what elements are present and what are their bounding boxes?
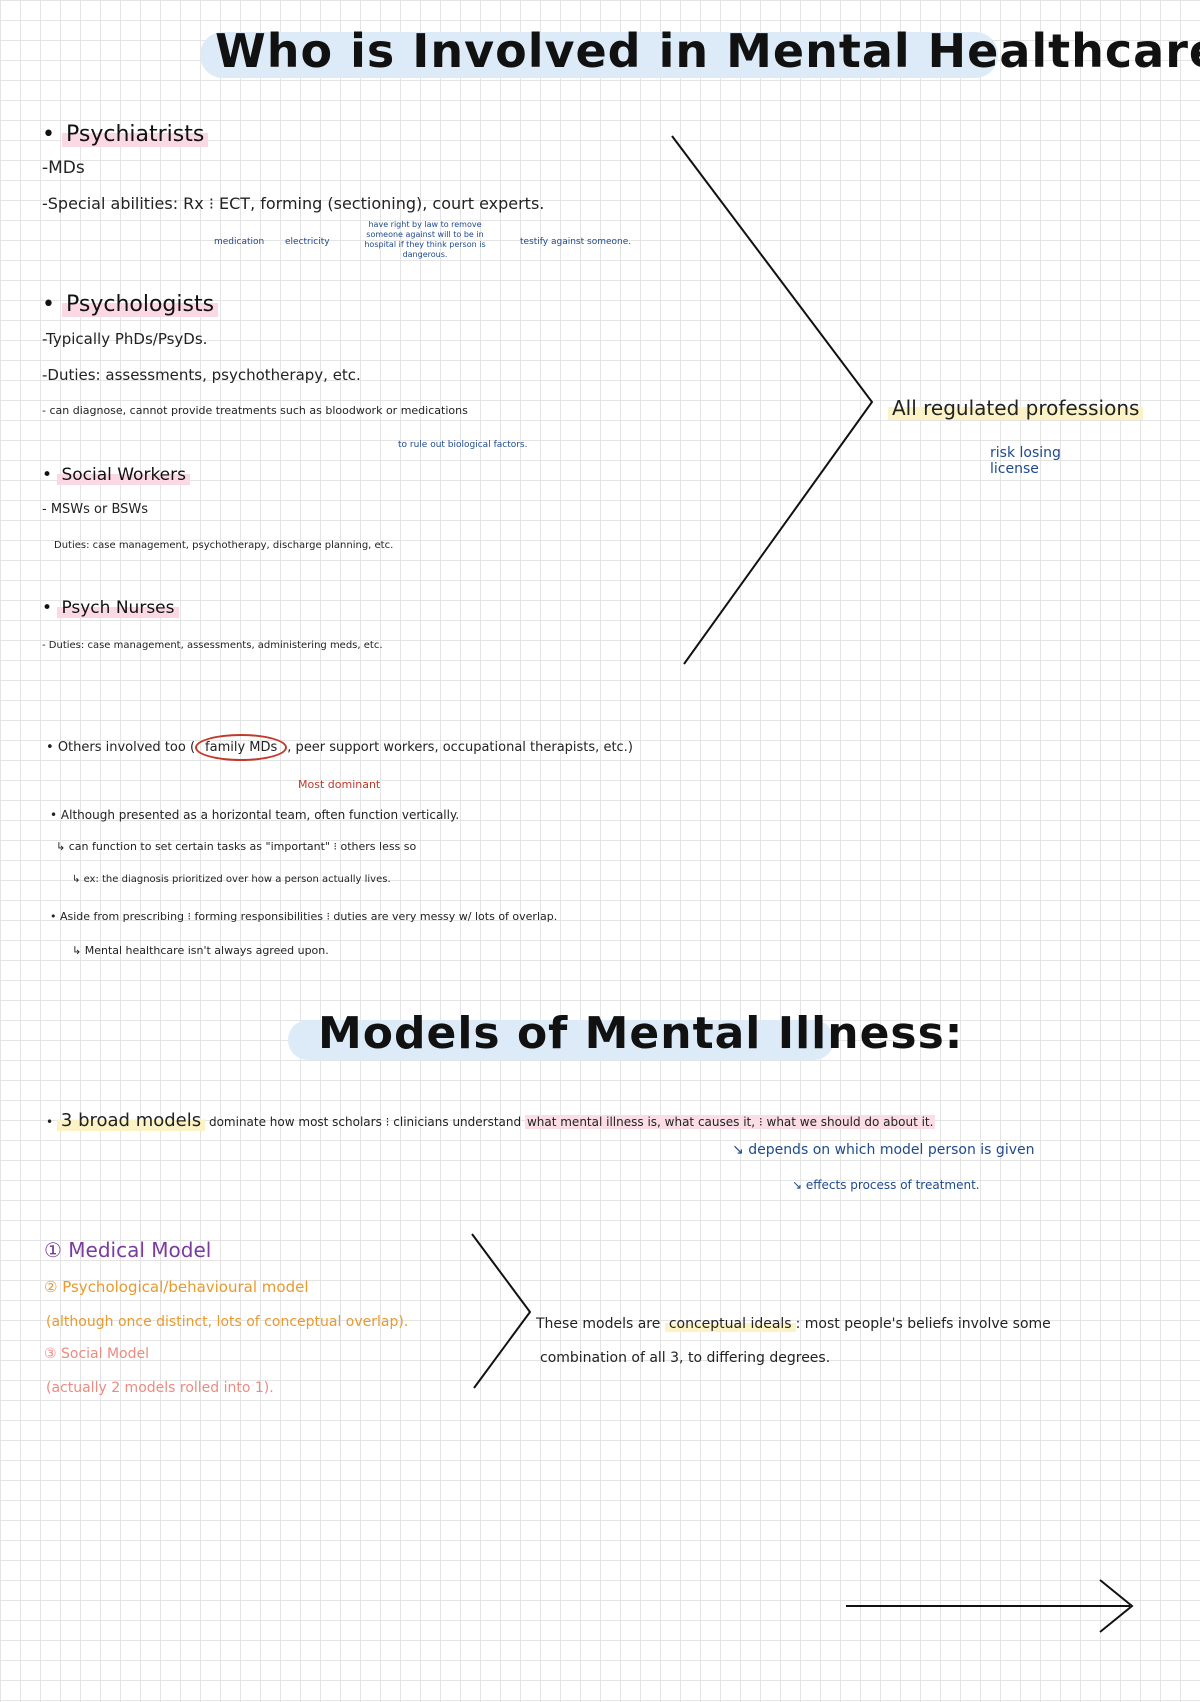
broad-note1: ↘ depends on which model person is given (732, 1142, 1035, 1158)
note-forming: have right by law to remove someone agai… (364, 220, 486, 259)
broad-note2: ↘ effects process of treatment. (792, 1178, 980, 1192)
social-workers-line2: Duties: case management, psychotherapy, … (54, 540, 394, 551)
models-conclusion-line2: combination of all 3, to differing degre… (540, 1350, 831, 1366)
bullet2: • Aside from prescribing ⁝ forming respo… (50, 910, 558, 923)
family-mds-circled: family MDs (195, 734, 288, 761)
psychologists-line1: -Typically PhDs/PsyDs. (42, 330, 208, 348)
bullet1: • Although presented as a horizontal tea… (50, 808, 460, 822)
others-line: • Others involved too (family MDs, peer … (46, 734, 633, 761)
next-page-arrow-icon (846, 1579, 1134, 1633)
psychologists-note: to rule out biological factors. (398, 440, 528, 450)
title2-highlight (288, 1020, 834, 1060)
regulated-label-text: All regulated professions (888, 396, 1144, 420)
psych-nurses-line1: - Duties: case management, assessments, … (42, 640, 383, 651)
psychologists-heading: • Psychologists (42, 292, 219, 317)
bullet2-text: Aside from prescribing ⁝ forming respons… (60, 910, 558, 923)
models-bracket-graphic (471, 1233, 532, 1389)
broad-models-line: • 3 broad models dominate how most schol… (46, 1110, 936, 1131)
note-electricity: electricity (285, 237, 330, 247)
social-workers-line1: - MSWs or BSWs (42, 502, 149, 517)
psych-nurses-heading: • Psych Nurses (42, 598, 179, 618)
bullet1a: ↳ can function to set certain tasks as "… (56, 840, 417, 853)
others-start: Others involved too ( (57, 740, 196, 755)
models-title: Models of Mental Illness: (318, 1008, 964, 1059)
psychologists-heading-text: Psychologists (61, 292, 219, 317)
model-social: ③ Social Model (44, 1346, 149, 1362)
bullet2a-text: Mental healthcare isn't always agreed up… (84, 944, 329, 957)
note-medication: medication (214, 237, 265, 247)
psychiatrists-heading: • Psychiatrists (42, 122, 209, 147)
model-psychological-note: (although once distinct, lots of concept… (46, 1314, 409, 1330)
psychologists-line3: - can diagnose, cannot provide treatment… (42, 404, 468, 417)
psych-nurses-heading-text: Psych Nurses (57, 598, 179, 618)
bullet2a: ↳ Mental healthcare isn't always agreed … (72, 944, 329, 957)
psychologists-line2: -Duties: assessments, psychotherapy, etc… (42, 366, 361, 384)
conclusion-b: conceptual ideals (664, 1316, 796, 1332)
bullet1b: ↳ ex: the diagnosis prioritized over how… (72, 874, 391, 885)
bullet1a-text: can function to set certain tasks as "im… (68, 840, 417, 853)
broad-models-highlight: 3 broad models (56, 1110, 206, 1131)
psychiatrists-line1: -MDs (42, 158, 85, 178)
bracket-graphic (671, 135, 874, 665)
regulated-note: risk losing license (990, 445, 1061, 477)
models-conclusion-line1: These models are conceptual ideals: most… (536, 1316, 1051, 1332)
psychiatrists-line2: -Special abilities: Rx ⁝ ECT, forming (s… (42, 194, 545, 213)
social-workers-heading-text: Social Workers (57, 465, 190, 485)
psych-nurses-line1-text: Duties: case management, assessments, ad… (48, 640, 383, 651)
broad-note1-text: depends on which model person is given (748, 1142, 1035, 1158)
title-highlight (200, 32, 998, 78)
model-medical: ① Medical Model (44, 1238, 212, 1262)
bullet1-text: Although presented as a horizontal team,… (60, 808, 460, 822)
model-psychological: ② Psychological/behavioural model (44, 1278, 309, 1296)
page-title: Who is Involved in Mental Healthcare? (215, 24, 1200, 78)
social-workers-heading: • Social Workers (42, 465, 190, 485)
model-social-note: (actually 2 models rolled into 1). (46, 1380, 274, 1396)
broad-models-end: what mental illness is, what causes it, … (524, 1115, 936, 1129)
conclusion-c: : most people's beliefs involve some (795, 1316, 1051, 1332)
conclusion-a: These models are (536, 1316, 665, 1332)
others-note: Most dominant (298, 778, 381, 791)
regulated-label: All regulated professions (888, 396, 1144, 420)
psychiatrists-heading-text: Psychiatrists (61, 122, 209, 147)
note-court: testify against someone. (520, 237, 632, 247)
others-end: , peer support workers, occupational the… (287, 740, 633, 755)
bullet1b-text: ex: the diagnosis prioritized over how a… (83, 874, 391, 885)
broad-note2-text: effects process of treatment. (805, 1178, 980, 1192)
broad-models-mid: dominate how most scholars ⁝ clinicians … (205, 1115, 525, 1129)
